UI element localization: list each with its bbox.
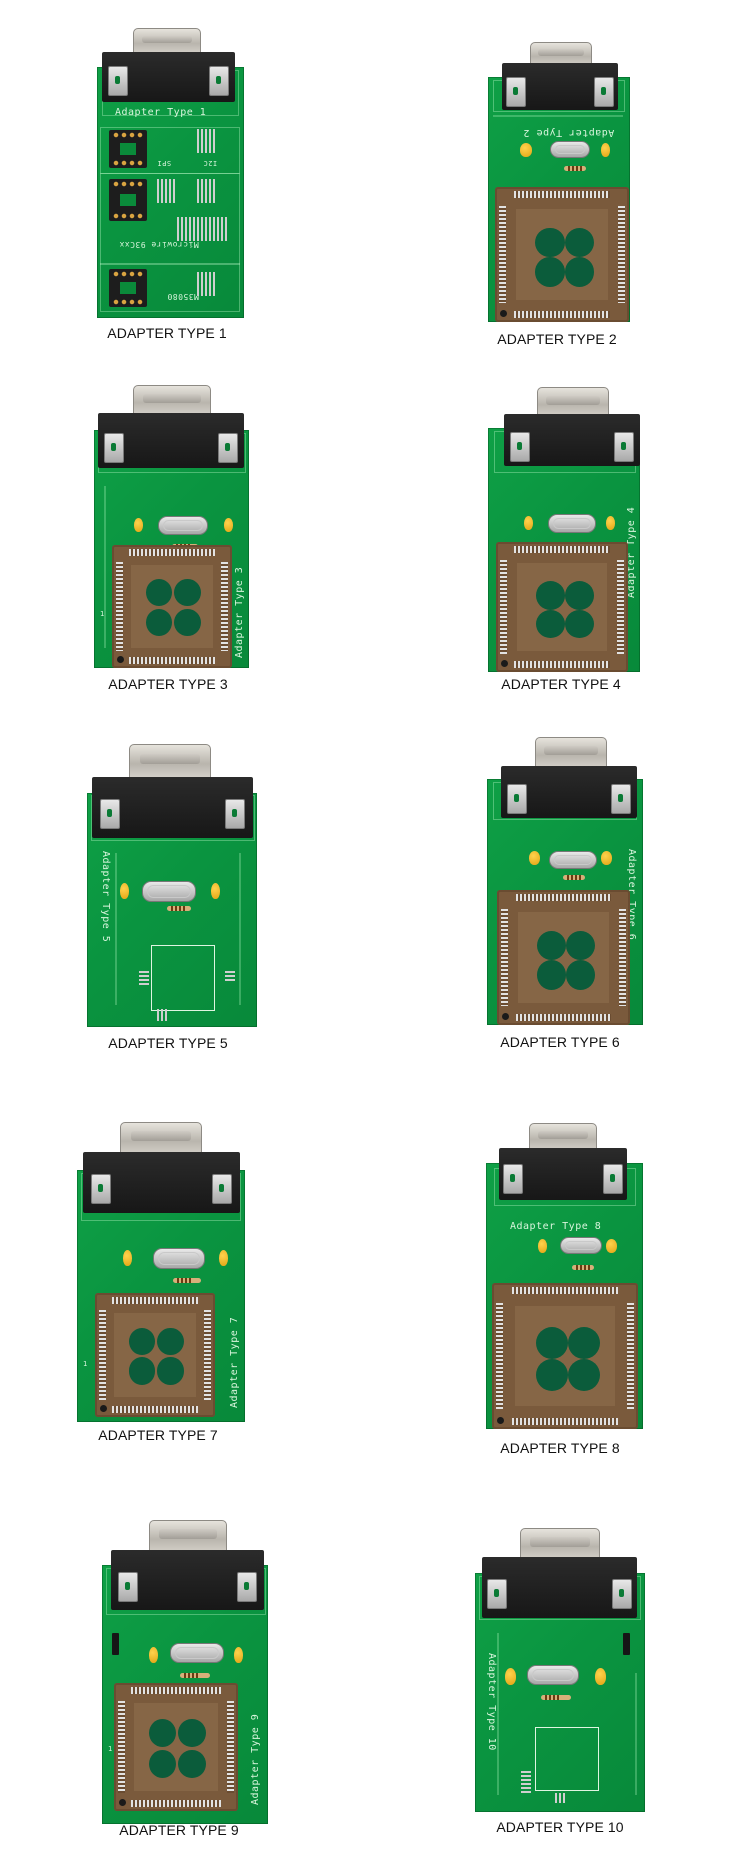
crystal (158, 516, 208, 535)
mount-clip-right (225, 799, 245, 829)
pcb-board: Adapter Type 3 1 (94, 430, 249, 668)
mount-clip-left (503, 1164, 523, 1194)
mount-clip-left (104, 433, 124, 463)
dil-socket-2 (109, 179, 147, 221)
db9-connector-shell (520, 1528, 600, 1562)
mount-clip-right (614, 432, 634, 462)
crystal (153, 1248, 205, 1269)
db9-connector (102, 52, 235, 102)
board-silkscreen: Adapter Type 8 (510, 1221, 602, 1232)
dil-section-3 (100, 263, 240, 312)
adapter-caption: ADAPTER TYPE 3 (108, 676, 228, 692)
dil-socket-3 (109, 269, 147, 307)
plcc-socket (495, 187, 629, 322)
pcb-board: Adapter Type 8 (486, 1163, 643, 1429)
adapter-caption: ADAPTER TYPE 2 (497, 331, 617, 347)
mount-clip-left (507, 784, 527, 814)
board-silkscreen: Adapter Type 5 (100, 851, 111, 943)
db9-connector (501, 766, 637, 818)
adapter-caption: ADAPTER TYPE 1 (107, 325, 227, 341)
plcc-socket (492, 1283, 638, 1429)
mount-clip-left (108, 66, 128, 96)
board-silkscreen: Adapter Type 7 (229, 1316, 240, 1408)
db9-connector-shell (535, 737, 607, 770)
adapter-caption: ADAPTER TYPE 6 (500, 1034, 620, 1050)
jumper-header (112, 1633, 119, 1655)
board-silkscreen: Adapter Type 2 (523, 127, 615, 138)
mount-clip-right (611, 784, 631, 814)
mount-clip-right (594, 77, 614, 107)
mount-clip-right (612, 1579, 632, 1609)
db9-connector-shell (133, 385, 211, 417)
adapter-caption: ADAPTER TYPE 10 (496, 1819, 624, 1835)
mount-clip-right (237, 1572, 257, 1602)
mount-clip-right (218, 433, 238, 463)
db9-connector (499, 1148, 627, 1200)
adapter-caption: ADAPTER TYPE 5 (108, 1035, 228, 1051)
dil-section-1 (100, 127, 240, 174)
plcc-socket (497, 890, 630, 1025)
mount-clip-right (209, 66, 229, 96)
crystal (550, 141, 590, 158)
mount-clip-left (506, 77, 526, 107)
mount-clip-left (510, 432, 530, 462)
mount-clip-right (212, 1174, 232, 1204)
crystal (527, 1665, 579, 1685)
adapter-caption: ADAPTER TYPE 7 (98, 1427, 218, 1443)
db9-connector (482, 1557, 637, 1618)
crystal (560, 1237, 602, 1254)
dil-section-2 (100, 173, 240, 265)
db9-connector (111, 1550, 264, 1610)
jumper-header (623, 1633, 630, 1655)
mount-clip-left (100, 799, 120, 829)
db9-connector (83, 1152, 240, 1213)
adapter-caption: ADAPTER TYPE 4 (501, 676, 621, 692)
pcb-board: Adapter Type 4 (488, 428, 640, 672)
db9-connector-shell (120, 1122, 202, 1157)
board-silkscreen: Adapter Type 9 (250, 1713, 261, 1805)
db9-connector (502, 63, 618, 110)
dil-socket-1 (109, 130, 147, 168)
crystal (548, 514, 596, 533)
db9-connector (92, 777, 253, 838)
mount-clip-left (118, 1572, 138, 1602)
adapter-caption: ADAPTER TYPE 8 (500, 1440, 620, 1456)
crystal (170, 1643, 224, 1663)
adapter-caption: ADAPTER TYPE 9 (119, 1822, 239, 1838)
board-silkscreen: Adapter Type 1 (115, 107, 207, 118)
plcc-socket (496, 542, 628, 672)
db9-connector (504, 414, 640, 466)
db9-connector-shell (133, 28, 201, 56)
qfp-footprint (535, 1727, 599, 1791)
db9-connector (98, 413, 244, 468)
mount-clip-right (603, 1164, 623, 1194)
crystal (549, 851, 597, 869)
qfp-footprint (151, 945, 215, 1011)
mount-clip-left (487, 1579, 507, 1609)
plcc-socket (95, 1293, 215, 1417)
plcc-socket (112, 545, 232, 668)
pcb-board: Adapter Type 2 (488, 77, 630, 322)
pcb-board: Adapter Type 1 I2C SPI Microwire 93Cxx M… (97, 67, 244, 318)
crystal (142, 881, 196, 902)
mount-clip-left (91, 1174, 111, 1204)
db9-connector-shell (129, 744, 211, 780)
plcc-socket (114, 1683, 238, 1811)
board-silkscreen: Adapter Type 3 (234, 566, 245, 658)
board-silkscreen: Adapter Type 10 (486, 1653, 497, 1751)
